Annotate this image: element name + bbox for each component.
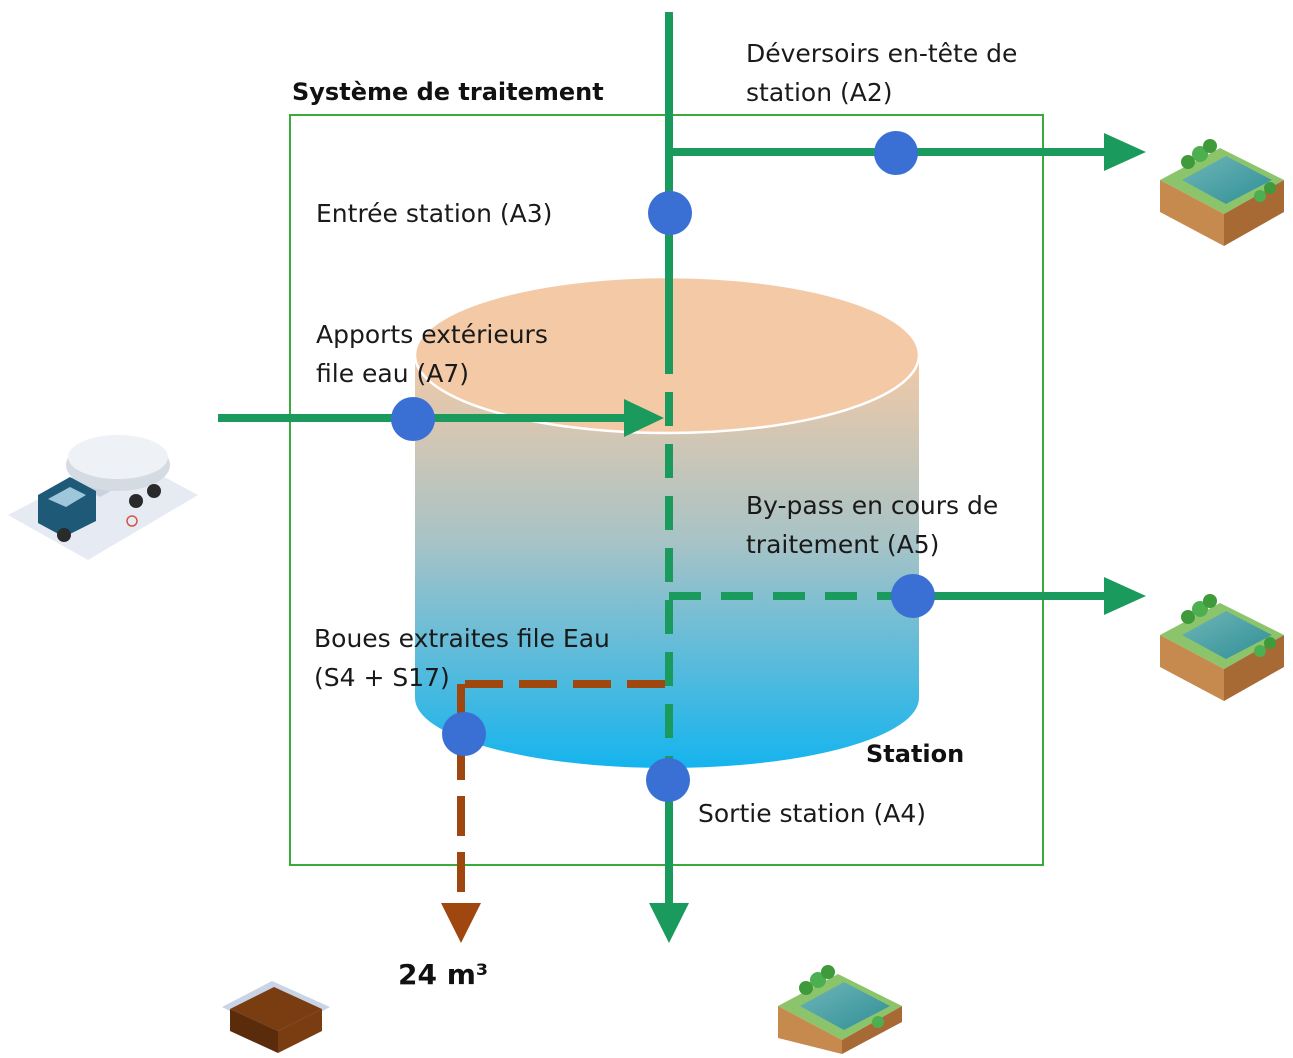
- river-icon: [1160, 139, 1284, 246]
- label-apports: Apports extérieurs file eau (A7): [316, 315, 548, 393]
- station-label: Station: [866, 740, 965, 768]
- label-boues: Boues extraites file Eau (S4 + S17): [314, 619, 610, 697]
- sludge-volume: 24 m³: [398, 958, 489, 991]
- label-bypass-line2: traitement (A5): [746, 530, 940, 559]
- label-bypass-line1: By-pass en cours de: [746, 491, 999, 520]
- tanker-truck-icon: [8, 435, 198, 560]
- measure-point-a4[interactable]: [646, 758, 690, 802]
- sludge-bin-icon: [222, 981, 330, 1053]
- label-boues-line1: Boues extraites file Eau: [314, 624, 610, 653]
- river-icon: [1160, 594, 1284, 701]
- label-deversoirs: Déversoirs en-tête de station (A2): [746, 34, 1017, 112]
- label-deversoirs-line1: Déversoirs en-tête de: [746, 39, 1018, 68]
- label-bypass: By-pass en cours de traitement (A5): [746, 486, 998, 564]
- measure-point-a2[interactable]: [874, 131, 918, 175]
- measure-point-s4-s17[interactable]: [442, 712, 486, 756]
- label-apports-line2: file eau (A7): [316, 359, 470, 388]
- label-sortie: Sortie station (A4): [698, 799, 927, 828]
- label-entree: Entrée station (A3): [316, 199, 553, 228]
- label-deversoirs-line2: station (A2): [746, 78, 893, 107]
- measure-point-a5[interactable]: [891, 574, 935, 618]
- measure-point-a3[interactable]: [648, 191, 692, 235]
- system-title: Système de traitement: [292, 78, 604, 106]
- label-boues-line2: (S4 + S17): [314, 663, 450, 692]
- label-apports-line1: Apports extérieurs: [316, 320, 548, 349]
- measure-point-a7[interactable]: [391, 397, 435, 441]
- river-icon: [778, 965, 902, 1054]
